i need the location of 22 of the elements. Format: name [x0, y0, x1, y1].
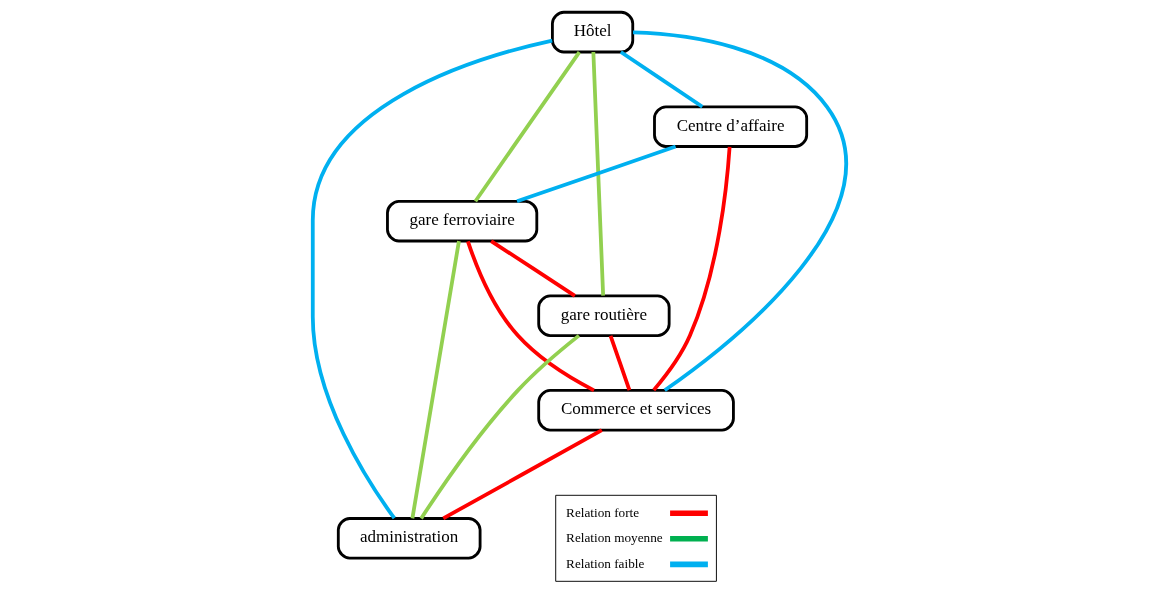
- legend-label: Relation moyenne: [565, 530, 663, 546]
- connector: [473, 50, 581, 203]
- connector: [619, 50, 703, 109]
- node-box: Centre d’affaire: [652, 105, 808, 148]
- connector: [310, 38, 553, 520]
- node-box: gare routière: [536, 294, 671, 337]
- connector: [419, 334, 580, 520]
- connector: [590, 51, 605, 296]
- connector: [608, 335, 631, 391]
- legend-label: Relation forte: [565, 504, 639, 520]
- connector: [489, 239, 576, 298]
- connector: [410, 240, 461, 519]
- connector: [465, 240, 595, 393]
- node-box: Hôtel: [550, 10, 634, 54]
- connector: [515, 144, 676, 204]
- node-box: administration: [336, 517, 481, 560]
- connector: [632, 30, 848, 392]
- node-box: Commerce et services: [536, 388, 735, 432]
- connector: [651, 146, 731, 392]
- node-box: gare ferroviaire: [385, 199, 538, 243]
- connector: [441, 428, 603, 521]
- legend-label: Relation faible: [565, 555, 644, 571]
